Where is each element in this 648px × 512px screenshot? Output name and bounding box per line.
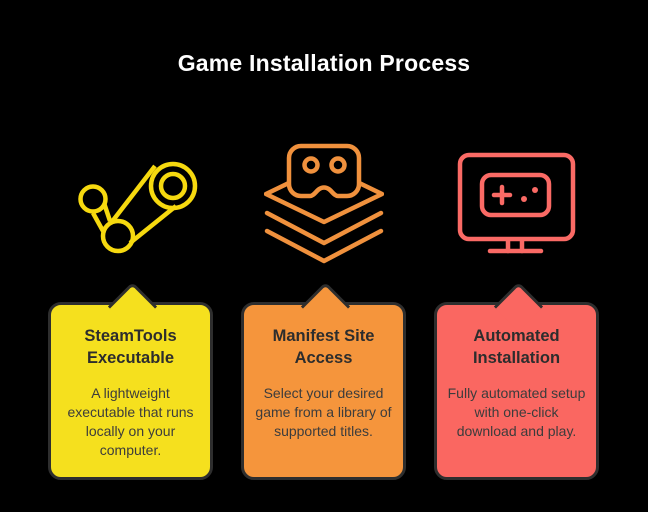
process-steps: SteamTools Executable A lightweight exec… <box>48 128 599 480</box>
step-steamtools: SteamTools Executable A lightweight exec… <box>48 128 213 480</box>
step-title: Automated Installation <box>472 327 561 367</box>
step-description: A lightweight executable that runs local… <box>67 384 194 459</box>
steam-logo-icon <box>48 128 213 278</box>
step-title: Manifest Site Access <box>272 327 375 367</box>
step-card-manifest-site: Manifest Site Access Select your desired… <box>241 281 406 480</box>
gaming-monitor-icon <box>434 128 599 278</box>
gaming-monitor-icon <box>457 152 575 254</box>
step-title: SteamTools Executable <box>84 327 177 367</box>
step-description: Fully automated setup with one-click dow… <box>447 384 586 440</box>
step-description: Select your desired game from a library … <box>255 384 392 440</box>
card-pointer-up <box>107 281 157 332</box>
step-card-steamtools: SteamTools Executable A lightweight exec… <box>48 281 213 480</box>
page-title: Game Installation Process <box>177 50 471 76</box>
step-card-automated-install: Automated Installation Fully automated s… <box>434 281 599 480</box>
step-automated-install: Automated Installation Fully automated s… <box>434 128 599 480</box>
step-manifest-site: Manifest Site Access Select your desired… <box>241 128 406 480</box>
card-pointer-up <box>493 281 543 332</box>
card-pointer-up <box>300 281 350 332</box>
gamepad-stack-icon <box>241 128 406 278</box>
gamepad-stack-icon <box>263 143 384 264</box>
steam-logo-icon <box>77 161 197 254</box>
